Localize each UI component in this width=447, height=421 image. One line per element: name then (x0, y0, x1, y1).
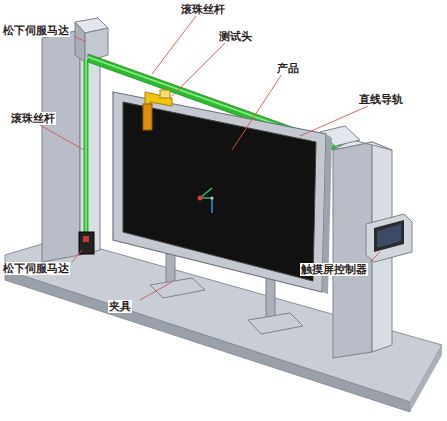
part-label: 夹具 (108, 300, 132, 313)
part-label: 直线导轨 (358, 93, 404, 106)
leader-lines (40, 16, 380, 300)
product-monitor (113, 92, 326, 292)
part-label: 滚珠丝杆 (10, 112, 56, 125)
screen (123, 102, 316, 281)
left-column (42, 30, 80, 262)
part-label: 产品 (276, 62, 300, 75)
part-label: 松下伺服马达 (2, 262, 70, 275)
part-label: 触摸屏控制器 (300, 263, 368, 276)
part-label: 测试头 (218, 30, 253, 43)
part-label: 松下伺服马达 (2, 24, 70, 37)
vertical-screw (84, 60, 89, 236)
controller-box (366, 214, 412, 262)
part-label: 滚珠丝杆 (180, 3, 226, 16)
